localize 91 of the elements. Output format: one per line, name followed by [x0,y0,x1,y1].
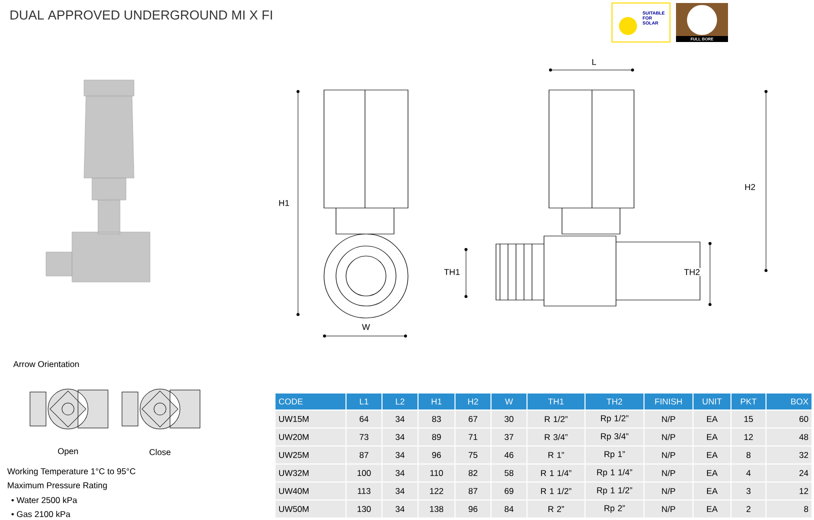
table-cell: EA [694,464,730,482]
table-cell: 60 [766,410,812,428]
table-cell: 69 [492,482,526,500]
table-header-cell: W [492,394,526,410]
table-cell: EA [694,410,730,428]
table-cell: 12 [766,482,812,500]
table-cell: 34 [382,482,418,500]
table-cell: N/P [644,500,692,518]
table-cell: 2 [732,500,766,518]
table-cell: 87 [456,482,490,500]
table-cell: 83 [418,410,454,428]
table-cell: R 1/2” [528,410,584,428]
table-cell: 96 [418,446,454,464]
table-cell: 24 [766,464,812,482]
caption: Open [56,447,80,457]
table-cell: 15 [732,410,766,428]
table-cell: 67 [456,410,490,428]
table-cell: 110 [418,464,454,482]
table-cell: N/P [644,464,692,482]
table-cell: N/P [644,428,692,446]
table-header-cell: FINISH [644,394,692,410]
table-cell: Rp 1/2” [586,410,644,428]
table-cell: R 3/4” [528,428,584,446]
table-cell: 87 [346,446,382,464]
table-cell: Rp 2” [586,500,644,518]
table-cell: 12 [732,428,766,446]
table-cell: 37 [492,428,526,446]
table-header-cell: PKT [732,394,766,410]
table-cell: 3 [732,482,766,500]
table-header-cell: UNIT [694,394,730,410]
table-cell: EA [694,446,730,464]
title: DUAL APPROVED UNDERGROUND MI X FI [10,10,272,20]
table-cell: 34 [382,446,418,464]
table-cell: Rp 1 1/2” [586,482,644,500]
dimension-label: H1 [278,199,290,207]
table-cell: 34 [382,428,418,446]
table-cell: 82 [456,464,490,482]
table-cell: R 1 1/2” [528,482,584,500]
dimension-label: TH2 [682,268,702,276]
dimension-label: H2 [744,183,756,191]
table-header-cell: TH2 [586,394,644,410]
note: • Water 2500 kPa [10,496,78,504]
table-cell: 75 [456,446,490,464]
table-cell: 130 [346,500,382,518]
table-header-cell: L2 [382,394,418,410]
table-cell: Rp 3/4” [586,428,644,446]
table-cell: R 1 1/4” [528,464,584,482]
table-cell: 48 [766,428,812,446]
note: Working Temperature 1°C to 95°C [6,467,137,477]
table-header-cell: BOX [766,394,812,410]
table-header-cell: L1 [346,394,382,410]
section-label: Arrow Orientation [12,360,80,368]
table-cell: N/P [644,482,692,500]
table-cell: 96 [456,500,490,518]
table-cell: EA [694,482,730,500]
table-cell: 73 [346,428,382,446]
dimension-label: TH1 [442,268,462,276]
table-cell: 71 [456,428,490,446]
table-cell: 30 [492,410,526,428]
table-cell: N/P [644,410,692,428]
table-cell: N/P [644,446,692,464]
table-cell: 89 [418,428,454,446]
table-cell: 8 [732,446,766,464]
table-cell: 34 [382,500,418,518]
table-cell: Rp 1” [586,446,644,464]
table-cell: R 1” [528,446,584,464]
table-header-cell: TH1 [528,394,584,410]
table-cell: 34 [382,410,418,428]
table-cell: 84 [492,500,526,518]
table-cell: 46 [492,446,526,464]
table-cell: 122 [418,482,454,500]
table-cell: 34 [382,464,418,482]
table-cell: 32 [766,446,812,464]
table-cell: R 2” [528,500,584,518]
caption: Close [148,448,172,456]
table-cell: 138 [418,500,454,518]
table-cell: 113 [346,482,382,500]
note: Maximum Pressure Rating [6,481,108,491]
table-cell: 58 [492,464,526,482]
table-cell: EA [694,500,730,518]
dimension-label: W [361,323,372,331]
table-cell: 8 [766,500,812,518]
table-cell: 4 [732,464,766,482]
note: • Gas 2100 kPa [10,510,72,518]
table-header-cell: H1 [418,394,454,410]
table-header-cell: H2 [456,394,490,410]
dimension-label: L [590,58,598,66]
table-cell: 100 [346,464,382,482]
table-cell: EA [694,428,730,446]
table-cell: Rp 1 1/4” [586,464,644,482]
table-cell: 64 [346,410,382,428]
